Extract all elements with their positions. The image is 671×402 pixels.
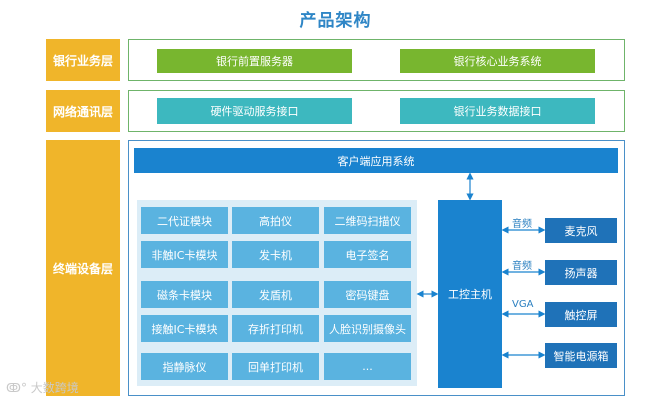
module-box: 发卡机 xyxy=(232,241,319,268)
layer-label-bank: 银行业务层 xyxy=(46,39,120,81)
page-title: 产品架构 xyxy=(299,11,372,31)
module-box: 存折打印机 xyxy=(232,315,319,342)
module-box: 人脸识别摄像头 xyxy=(324,315,411,342)
module-box: 发盾机 xyxy=(232,281,319,308)
bank-layer-frame xyxy=(128,39,625,81)
network-layer-frame xyxy=(128,90,625,132)
client-app-system-bar: 客户端应用系统 xyxy=(134,148,618,173)
connection-label: VGA xyxy=(512,299,534,310)
module-box: 密码键盘 xyxy=(324,281,411,308)
device-box: 麦克风 xyxy=(545,218,617,243)
layer-label-terminal: 终端设备层 xyxy=(46,140,120,396)
module-box: 接触IC卡模块 xyxy=(141,315,228,342)
module-box: 高拍仪 xyxy=(232,207,319,234)
module-box: 指静脉仪 xyxy=(141,353,228,380)
bank-core-system-box: 银行核心业务系统 xyxy=(400,49,595,73)
watermark-logo-icon: ↂ° xyxy=(6,381,27,395)
module-box: 磁条卡模块 xyxy=(141,281,228,308)
device-box: 智能电源箱 xyxy=(545,343,617,368)
connection-label: 音频 xyxy=(512,219,532,230)
module-box: ... xyxy=(324,353,411,380)
layer-label-network: 网络通讯层 xyxy=(46,90,120,132)
module-box: 回单打印机 xyxy=(232,353,319,380)
module-box: 非触IC卡模块 xyxy=(141,241,228,268)
module-box: 二维码扫描仪 xyxy=(324,207,411,234)
watermark: ↂ° 大数跨境 xyxy=(6,381,79,395)
connection-label: 音频 xyxy=(512,261,532,272)
driver-service-interface-box: 硬件驱动服务接口 xyxy=(157,98,352,124)
device-box: 扬声器 xyxy=(545,260,617,285)
industrial-host-box: 工控主机 xyxy=(438,200,502,388)
module-box: 二代证模块 xyxy=(141,207,228,234)
device-box: 触控屏 xyxy=(545,302,617,327)
bank-front-server-box: 银行前置服务器 xyxy=(157,49,352,73)
terminal-layer-frame xyxy=(128,140,625,396)
bank-data-interface-box: 银行业务数据接口 xyxy=(400,98,595,124)
module-box: 电子签名 xyxy=(324,241,411,268)
